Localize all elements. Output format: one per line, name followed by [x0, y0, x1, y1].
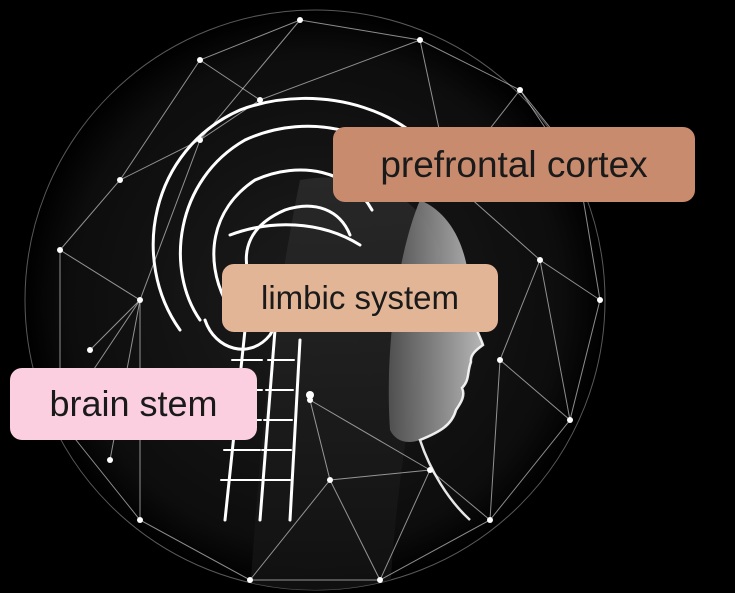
limbic-system-label: limbic system — [222, 264, 498, 332]
prefrontal-cortex-label: prefrontal cortex — [333, 127, 695, 202]
brain-stem-label: brain stem — [10, 368, 257, 440]
